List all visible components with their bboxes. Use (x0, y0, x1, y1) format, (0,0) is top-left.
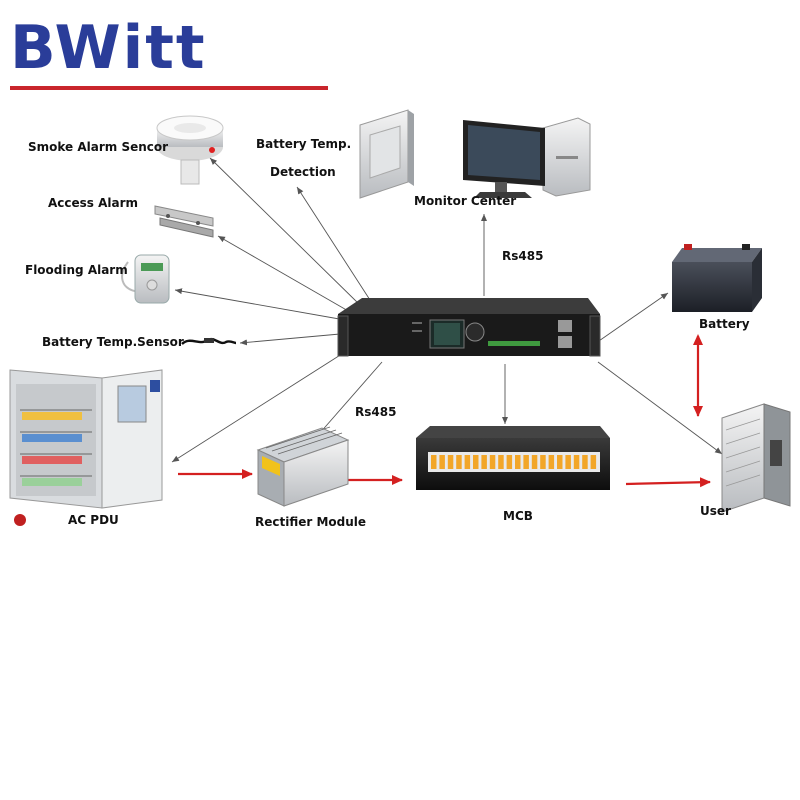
label-monitor-center: Monitor Center (414, 194, 517, 208)
mcb-breaker-switch (565, 455, 571, 469)
link-temp-sensor (239, 333, 341, 346)
mcb-breaker-switch (573, 455, 580, 469)
mcb-breaker-switch (456, 455, 462, 469)
mcb-panel-icon (416, 426, 610, 490)
label-smoke-alarm: Smoke Alarm Sencor (28, 140, 169, 154)
mcb-breaker-switch (473, 455, 479, 469)
brand-logo-text: BWitt (10, 13, 207, 83)
label-user: User (700, 504, 731, 518)
label-mcb: MCB (503, 509, 533, 523)
smoke-detector-icon (156, 115, 224, 185)
door-magnet-icon (154, 205, 214, 238)
mcb-breaker-switch (464, 455, 471, 469)
thermostat-icon (359, 109, 414, 199)
outdoor-enclosure-icon (721, 403, 791, 513)
computer-monitor-icon (463, 117, 591, 198)
label-detection: Detection (270, 165, 336, 179)
link-smoke (209, 157, 361, 306)
link-battery (595, 292, 669, 344)
mcb-breaker-switch (489, 455, 496, 469)
brand-logo-underline (10, 86, 328, 90)
mcb-breaker-switch (540, 455, 546, 469)
link-ac-pdu (171, 351, 346, 463)
mcb-breaker-switch (431, 455, 437, 469)
label-battery-temp-sensor: Battery Temp.Sensor (42, 335, 184, 349)
temp-probe-icon (181, 337, 237, 345)
mcb-breaker-switch (447, 455, 454, 469)
link-access-alarm (217, 235, 351, 313)
brand-logo: BWitt (10, 14, 330, 90)
label-ac-pdu: AC PDU (68, 513, 119, 527)
link-user (597, 361, 723, 455)
mcb-breaker-switch (557, 455, 563, 469)
power-flow-arrows (178, 334, 711, 488)
label-battery-temp: Battery Temp. (256, 137, 352, 151)
arrow-mcb-to-user (625, 477, 711, 488)
link-flooding-alarm (174, 288, 346, 321)
mcb-breaker-switch (548, 455, 555, 469)
label-access-alarm: Access Alarm (48, 196, 139, 210)
mcb-breaker-switch (531, 455, 538, 469)
mcb-breaker-switch (481, 455, 487, 469)
controller-unit-icon (337, 298, 601, 357)
flood-sensor-icon (121, 254, 170, 304)
mcb-breaker-switch (582, 455, 588, 469)
mcb-breaker-switch (515, 455, 521, 469)
mcb-breaker-switch (523, 455, 529, 469)
label-battery: Battery (699, 317, 750, 331)
label-flooding-alarm: Flooding Alarm (25, 263, 128, 277)
mcb-breaker-switch (439, 455, 445, 469)
label-rs485-mid: Rs485 (355, 405, 397, 419)
label-rectifier-module: Rectifier Module (255, 515, 367, 529)
rectifier-module-icon (256, 426, 350, 507)
mcb-breaker-switch (506, 455, 513, 469)
mcb-breaker-switch (498, 455, 504, 469)
link-battery-temp-detection (296, 186, 371, 301)
label-rs485-top: Rs485 (502, 249, 544, 263)
connection-lines (171, 157, 723, 463)
ac-pdu-cabinet-icon (9, 369, 163, 526)
battery-icon (672, 244, 762, 312)
mcb-breaker-switch (590, 455, 597, 469)
